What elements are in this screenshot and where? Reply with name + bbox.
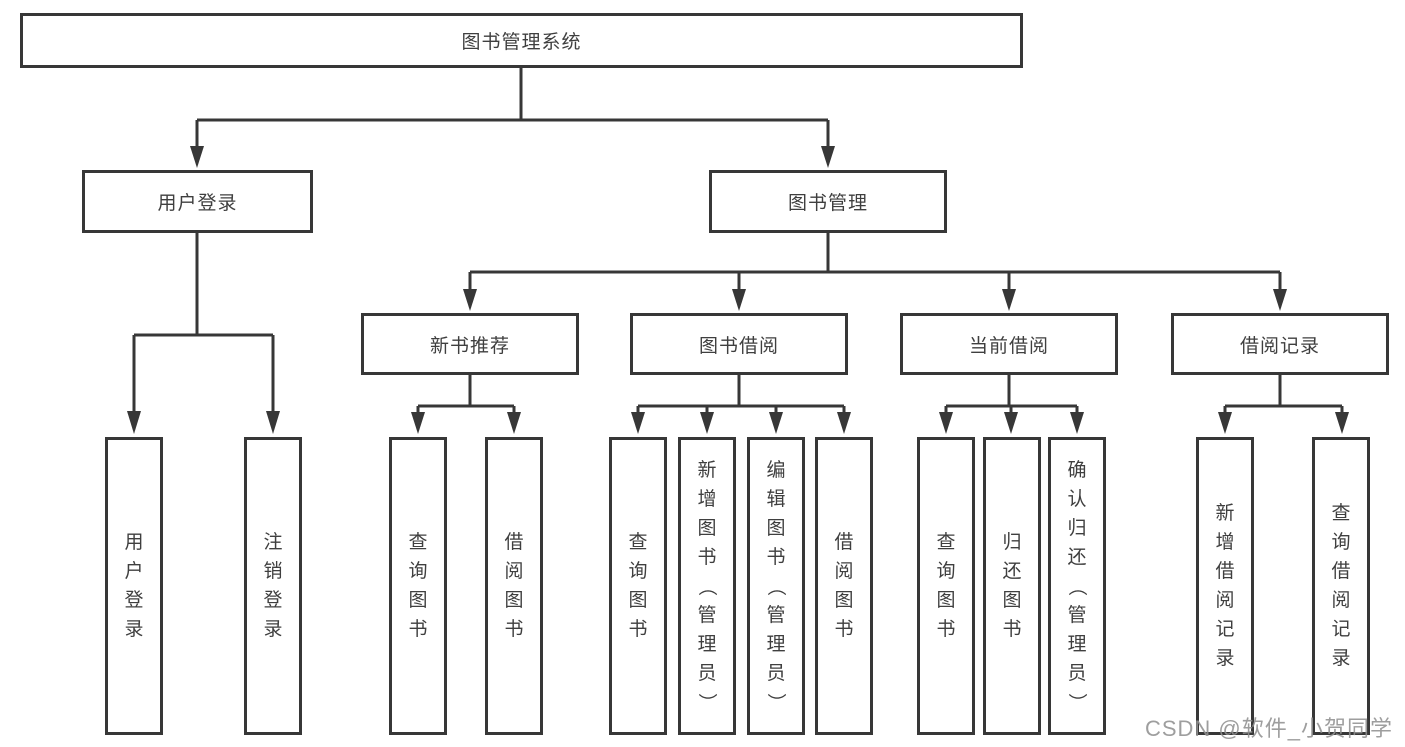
node-leaf-borrow-books-2: 借阅图书 [815, 437, 873, 735]
node-book-management-branch: 图书管理 [709, 170, 947, 233]
node-leaf-add-borrow-record: 新增借阅记录 [1196, 437, 1254, 735]
node-user-login-branch: 用户登录 [82, 170, 313, 233]
node-leaf-query-borrow-record: 查询借阅记录 [1312, 437, 1370, 735]
node-leaf-edit-books-admin: 编辑图书（管理员） [747, 437, 805, 735]
node-leaf-query-books-2: 查询图书 [609, 437, 667, 735]
node-leaf-logout: 注销登录 [244, 437, 302, 735]
node-leaf-add-books-admin: 新增图书（管理员） [678, 437, 736, 735]
node-leaf-query-books-3: 查询图书 [917, 437, 975, 735]
node-leaf-return-books: 归还图书 [983, 437, 1041, 735]
node-leaf-confirm-return-admin: 确认归还（管理员） [1048, 437, 1106, 735]
node-root-system: 图书管理系统 [20, 13, 1023, 68]
csdn-watermark: CSDN @软件_小贺同学 [1144, 716, 1393, 741]
arrowhead-icons [127, 146, 1349, 434]
node-borrow-records: 借阅记录 [1171, 313, 1389, 375]
node-leaf-query-books-1: 查询图书 [389, 437, 447, 735]
node-leaf-user-login: 用户登录 [105, 437, 163, 735]
node-current-borrow: 当前借阅 [900, 313, 1118, 375]
node-new-book-recommend: 新书推荐 [361, 313, 579, 375]
node-book-borrow: 图书借阅 [630, 313, 848, 375]
node-leaf-borrow-books-1: 借阅图书 [485, 437, 543, 735]
